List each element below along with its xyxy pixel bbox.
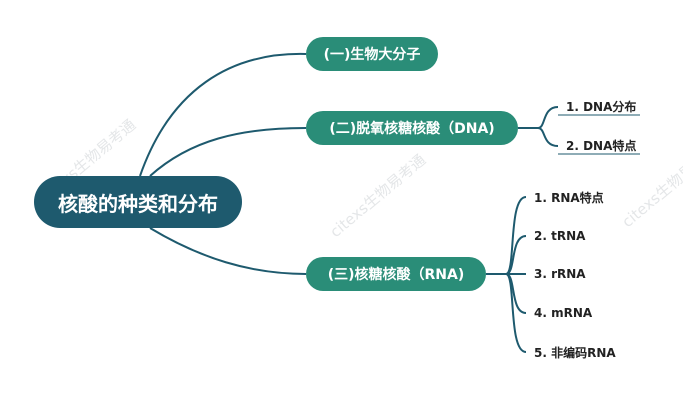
connector-branch3-leaf2: [505, 235, 527, 275]
connector-root-branch2: [149, 127, 307, 177]
connector-root-branch3: [149, 227, 307, 275]
branch-node-biomacromolecule[interactable]: (一)生物大分子: [306, 37, 438, 71]
connector-branch2-leaf2: [537, 127, 559, 147]
leaf-mrna[interactable]: 4. mRNA: [534, 306, 593, 320]
branch-node-dna[interactable]: (二)脱氧核糖核酸（DNA): [306, 111, 518, 145]
branch-node-rna[interactable]: (三)核糖核酸（RNA): [306, 257, 486, 291]
leaf-trna[interactable]: 2. tRNA: [534, 229, 586, 243]
connector-root-branch1: [139, 52, 307, 177]
leaf-rrna[interactable]: 3. rRNA: [534, 267, 586, 281]
leaf-dna-features[interactable]: 2. DNA特点: [566, 138, 637, 153]
leaf-noncoding-rna[interactable]: 5. 非编码RNA: [534, 345, 616, 360]
leaf-rna-features[interactable]: 1. RNA特点: [534, 190, 604, 205]
root-node[interactable]: 核酸的种类和分布: [34, 176, 242, 228]
connector-branch2-leaf1: [537, 106, 559, 129]
leaf-dna-distribution[interactable]: 1. DNA分布: [566, 99, 637, 114]
connector-branch3-leaf5: [505, 273, 527, 353]
